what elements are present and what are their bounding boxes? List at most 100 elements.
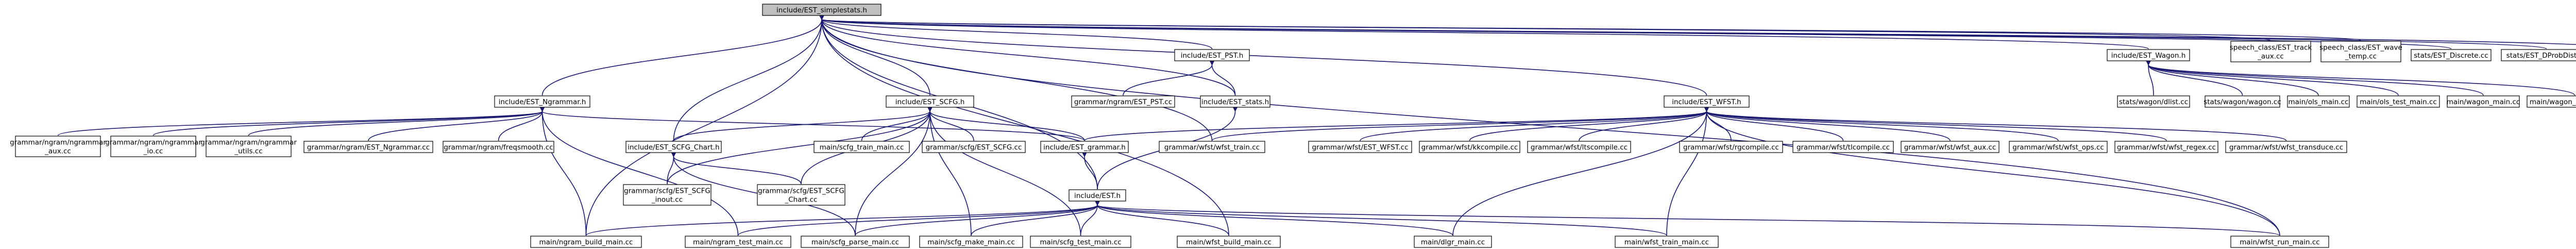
node-label: main/wfst_build_main.cc (1186, 238, 1272, 246)
node-label: main/wagon_test_main.cc (2530, 98, 2576, 106)
node-stats[interactable]: include/EST_stats.h (1200, 95, 1270, 108)
node-wfst-regex[interactable]: grammar/wfst/wfst_regex.cc (2114, 141, 2218, 153)
node-wagon[interactable]: include/EST_Wagon.h (2107, 49, 2190, 61)
node-scfg[interactable]: include/EST_SCFG.h (886, 95, 974, 108)
node-ols-main[interactable]: main/ols_main.cc (2287, 95, 2350, 108)
node-label: main/wagon_main.cc (2447, 98, 2520, 106)
node-wagon-main[interactable]: main/wagon_main.cc (2447, 95, 2520, 108)
edge-n_pst-to-n_pst_cc (1123, 59, 1215, 96)
edge-n_gram_h-to-n_est_h (1081, 151, 1098, 190)
node-wfst-aux[interactable]: grammar/wfst/wfst_aux.cc (1901, 141, 1999, 153)
node-scfg-cc[interactable]: grammar/scfg/EST_SCFG.cc (922, 141, 1026, 153)
node-wfst-run[interactable]: main/wfst_run_main.cc (2230, 236, 2329, 248)
node-dlist[interactable]: stats/wagon/dlist.cc (2117, 95, 2190, 108)
node-ngram[interactable]: include/EST_Ngrammar.h (494, 95, 590, 108)
node-freqsmooth[interactable]: grammar/ngram/freqsmooth.cc (443, 141, 554, 153)
node-label: grammar/scfg/EST_SCFG.cc (926, 143, 1022, 152)
edge-n_ngram-to-n_ng_io (152, 106, 546, 136)
node-label: grammar/ngram/ngrammar (10, 139, 106, 147)
node-scfg-train[interactable]: main/scfg_train_main.cc (814, 141, 910, 153)
node-label: speech_class/EST_wave (2319, 44, 2402, 52)
node-box (1200, 95, 1270, 108)
node-box (2230, 236, 2329, 248)
edge-n_wagon-to-n_wagon_test (2145, 59, 2575, 96)
node-ltscompile[interactable]: grammar/wfst/ltscompile.cc (1527, 141, 1631, 153)
node-box (685, 236, 791, 248)
node-box (2447, 95, 2520, 108)
node-pst[interactable]: include/EST_PST.h (1174, 49, 1250, 61)
node-wagon-test[interactable]: main/wagon_test_main.cc (2527, 95, 2576, 108)
node-wfst-transduce[interactable]: grammar/wfst/wfst_transduce.cc (2225, 141, 2347, 153)
edge-root-to-n_discrete (818, 14, 2452, 49)
node-label: main/scfg_train_main.cc (820, 143, 904, 152)
edge-root-to-n_ngram_build (585, 14, 825, 236)
node-box (1901, 141, 1999, 153)
node-rgcompile[interactable]: grammar/wfst/rgcompile.cc (1679, 141, 1783, 153)
node-sc-wave[interactable]: speech_class/EST_wave_temp.cc (2319, 41, 2402, 62)
node-box (303, 141, 433, 153)
edge-n_est_h-to-n_scfg_parse (855, 200, 1100, 236)
edge-root-to-n_scfg_chart (673, 14, 825, 141)
node-wfst-build[interactable]: main/wfst_build_main.cc (1177, 236, 1281, 248)
node-label: _inout.cc (651, 196, 683, 204)
node-label: grammar/ngram/EST_Ngrammar.cc (307, 143, 430, 152)
node-ols-test[interactable]: main/ols_test_main.cc (2357, 95, 2440, 108)
node-pst-cc[interactable]: grammar/ngram/EST_PST.cc (1071, 95, 1175, 108)
node-dprob[interactable]: stats/EST_DProbDist.cc (2501, 49, 2576, 61)
node-tlcompile[interactable]: grammar/wfst/tlcompile.cc (1792, 141, 1894, 153)
node-kkcompile[interactable]: grammar/wfst/kkcompile.cc (1419, 141, 1520, 153)
edge-n_ngram-to-n_ng_cc (368, 106, 546, 141)
node-label: include/EST_stats.h (1201, 98, 1269, 106)
node-label: grammar/ngram/ngrammar (200, 139, 297, 147)
node-label: grammar/ngram/EST_PST.cc (1074, 98, 1172, 106)
node-wfst-ops[interactable]: grammar/wfst/wfst_ops.cc (2009, 141, 2108, 153)
node-scfg-chart[interactable]: include/EST_SCFG_Chart.h (625, 141, 722, 153)
node-box (922, 141, 1026, 153)
node-label: grammar/wfst/wfst_aux.cc (1904, 143, 1996, 152)
node-box (2117, 95, 2190, 108)
edge-n_wagon-to-n_wagon_main (2145, 59, 2484, 96)
edge-n_wagon-to-n_ols_main (2145, 59, 2319, 96)
node-box (814, 141, 910, 153)
node-ng-io[interactable]: grammar/ngram/ngrammar_io.cc (105, 136, 201, 157)
node-ng-aux[interactable]: grammar/ngram/ngrammar_aux.cc (10, 136, 106, 157)
node-ng-utils[interactable]: grammar/ngram/ngrammar_utils.cc (200, 136, 297, 157)
node-ng-cc[interactable]: grammar/ngram/EST_Ngrammar.cc (303, 141, 433, 153)
edge-n_ngram-to-n_gram_h (539, 106, 1085, 141)
node-wagon-cc[interactable]: stats/wagon/wagon.cc (2204, 95, 2281, 108)
node-dlgr[interactable]: main/dlgr_main.cc (1414, 236, 1492, 248)
node-label: stats/EST_DProbDist.cc (2506, 52, 2576, 60)
edge-n_wfst-to-n_wfst_aux (1703, 106, 1951, 141)
node-scfg-inout[interactable]: grammar/scfg/EST_SCFG_inout.cc (623, 184, 711, 206)
node-label: main/scfg_make_main.cc (927, 238, 1015, 246)
node-ngram-build[interactable]: main/ngram_build_main.cc (530, 236, 642, 248)
node-box (1664, 95, 1750, 108)
node-wfst-cc[interactable]: grammar/wfst/EST_WFST.cc (1308, 141, 1412, 153)
node-label: speech_class/EST_track (2230, 44, 2312, 52)
node-wfst-train-m[interactable]: main/wfst_train_main.cc (1615, 236, 1719, 248)
node-scfg-make[interactable]: main/scfg_make_main.cc (919, 236, 1023, 248)
edge-n_scfg_chart-to-n_scfg_chart_cc (670, 151, 802, 185)
node-label: include/EST_SCFG_Chart.h (628, 143, 719, 152)
node-discrete[interactable]: stats/EST_Discrete.cc (2411, 49, 2492, 61)
node-wfst-train[interactable]: grammar/wfst/wfst_train.cc (1159, 141, 1265, 153)
node-sc-track[interactable]: speech_class/EST_track_aux.cc (2230, 41, 2312, 62)
edge-n_ngram-to-n_ngram_build (539, 106, 587, 236)
node-label: main/wfst_train_main.cc (1624, 238, 1709, 246)
edge-root-to-n_pst (819, 14, 1213, 49)
node-box (2009, 141, 2108, 153)
node-scfg-parse[interactable]: main/scfg_parse_main.cc (801, 236, 910, 248)
node-scfg-test[interactable]: main/scfg_test_main.cc (1030, 236, 1131, 248)
node-scfg-chart-cc[interactable]: grammar/scfg/EST_SCFG_Chart.cc (757, 184, 845, 206)
node-est-h[interactable]: include/EST.h (1069, 189, 1126, 202)
edge-n_ngram-to-n_ngram_test (539, 106, 739, 236)
node-label: grammar/ngram/ngrammar (105, 139, 201, 147)
node-ngram-test[interactable]: main/ngram_test_main.cc (685, 236, 791, 248)
node-box (1177, 236, 1281, 248)
node-root[interactable]: include/EST_simplestats.h (762, 4, 882, 16)
node-label: include/EST_grammar.h (1043, 143, 1126, 152)
node-wfst[interactable]: include/EST_WFST.h (1664, 95, 1750, 108)
node-gram-h[interactable]: include/EST_grammar.h (1040, 141, 1129, 153)
edge-root-to-n_wfst_run (819, 14, 2280, 236)
